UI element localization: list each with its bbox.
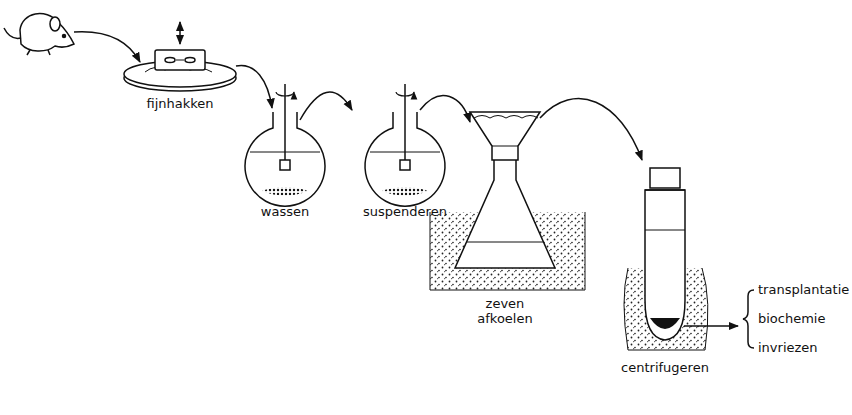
round-flask: [365, 84, 445, 206]
petri-dish: [124, 22, 236, 91]
flow-arrow: [540, 99, 642, 160]
use-label: invriezen: [758, 340, 848, 355]
step-label: suspenderen: [345, 204, 465, 219]
bracket: [743, 290, 754, 348]
step-label: fijnhakken: [130, 96, 230, 111]
mouse: [4, 14, 74, 55]
step-label: zeven afkoelen: [465, 296, 545, 326]
step-label: centrifugeren: [605, 360, 725, 375]
flow-arrow: [74, 32, 140, 62]
sieve-flask: [430, 112, 585, 290]
step-label: wassen: [235, 204, 335, 219]
flow-arrow: [420, 95, 470, 122]
flow-arrow: [236, 65, 272, 108]
flow-arrow: [300, 92, 352, 120]
use-label: biochemie: [758, 311, 848, 326]
use-label: transplantatie: [758, 282, 848, 297]
flow-arrow: [684, 325, 738, 327]
centrifuge-tube: [624, 168, 708, 350]
